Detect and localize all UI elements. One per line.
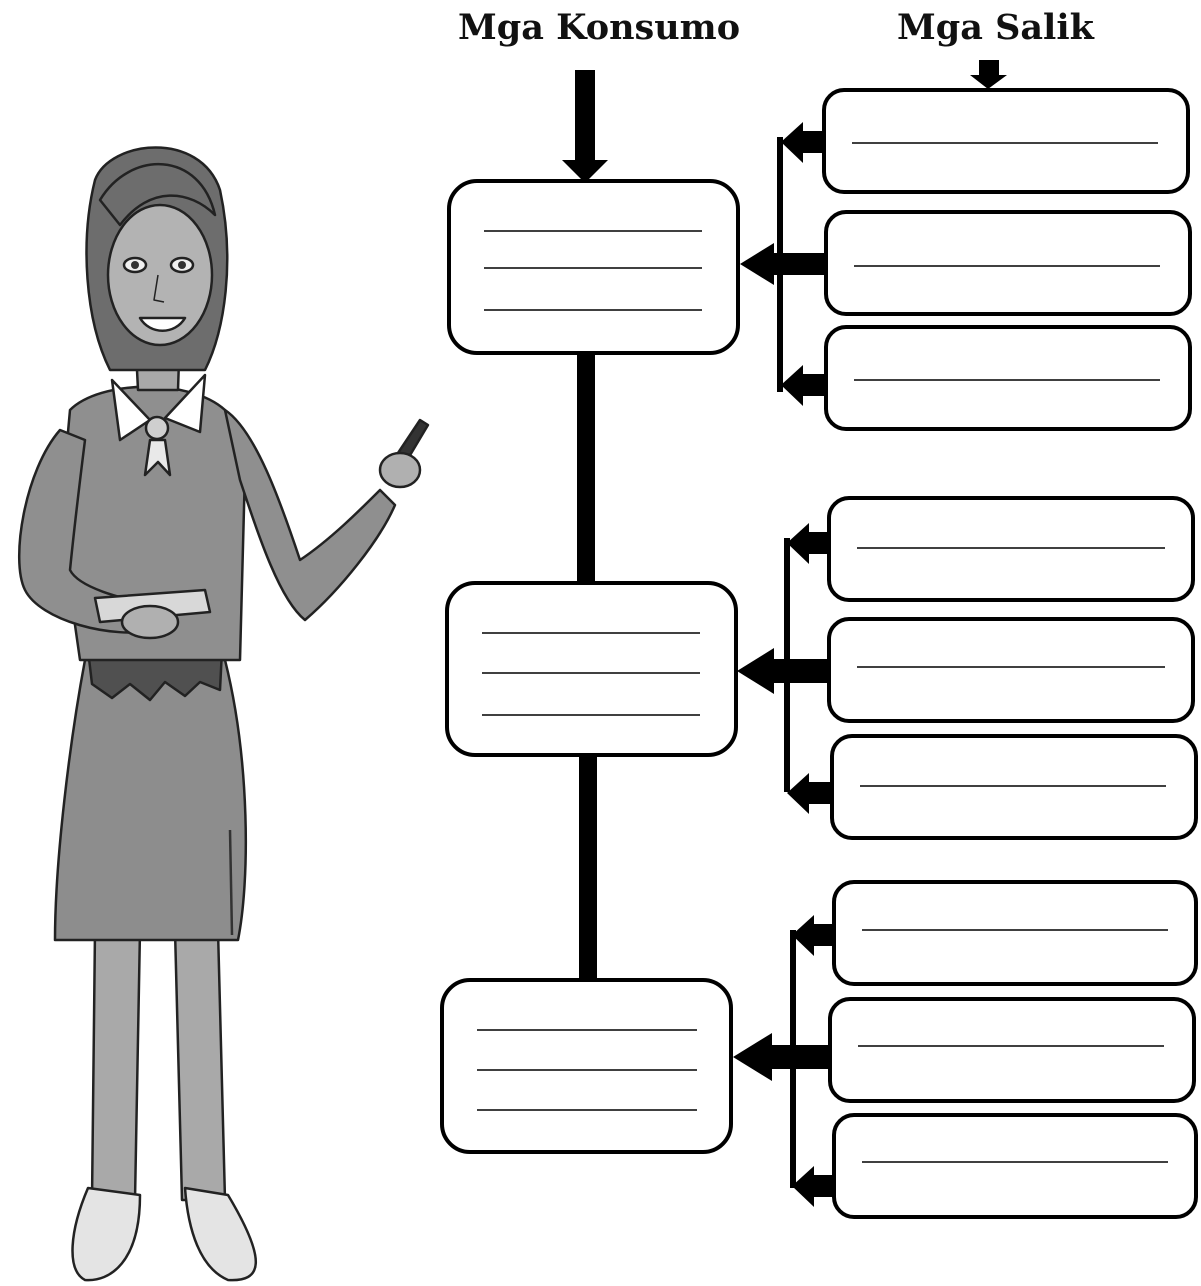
consumer-column-header: Mga Konsumo bbox=[458, 7, 741, 48]
factor-box-3-3 bbox=[832, 1113, 1198, 1219]
consumer-box-2 bbox=[445, 581, 738, 757]
left-arrow-icon bbox=[740, 243, 774, 285]
factor-connectors-1 bbox=[740, 122, 825, 406]
factor-box-1-1 bbox=[822, 88, 1190, 194]
factor-connectors-2 bbox=[737, 523, 831, 814]
spine-connectors bbox=[562, 70, 608, 982]
left-arrow-icon bbox=[737, 648, 774, 694]
left-arrow-icon bbox=[733, 1033, 772, 1081]
factor-column-header: Mga Salik bbox=[897, 7, 1094, 48]
factor-box-3-1 bbox=[832, 880, 1198, 986]
teacher-skirt bbox=[53, 658, 248, 942]
factor-box-3-2 bbox=[828, 997, 1196, 1103]
factor-box-2-2 bbox=[827, 617, 1195, 723]
down-arrow-icon bbox=[562, 160, 608, 183]
factor-box-1-2 bbox=[824, 210, 1192, 316]
teacher-figure bbox=[18, 146, 430, 1282]
factor-box-1-3 bbox=[824, 325, 1192, 431]
factor-header-arrow bbox=[970, 60, 1007, 89]
consumer-box-3 bbox=[440, 978, 733, 1154]
factor-connectors-3 bbox=[733, 915, 836, 1207]
teacher-face bbox=[106, 203, 214, 347]
factor-box-2-3 bbox=[830, 734, 1198, 840]
factor-box-2-1 bbox=[827, 496, 1195, 602]
down-arrow-icon bbox=[970, 75, 1007, 89]
teacher-shoes bbox=[71, 1186, 142, 1282]
consumer-box-1 bbox=[447, 179, 740, 355]
